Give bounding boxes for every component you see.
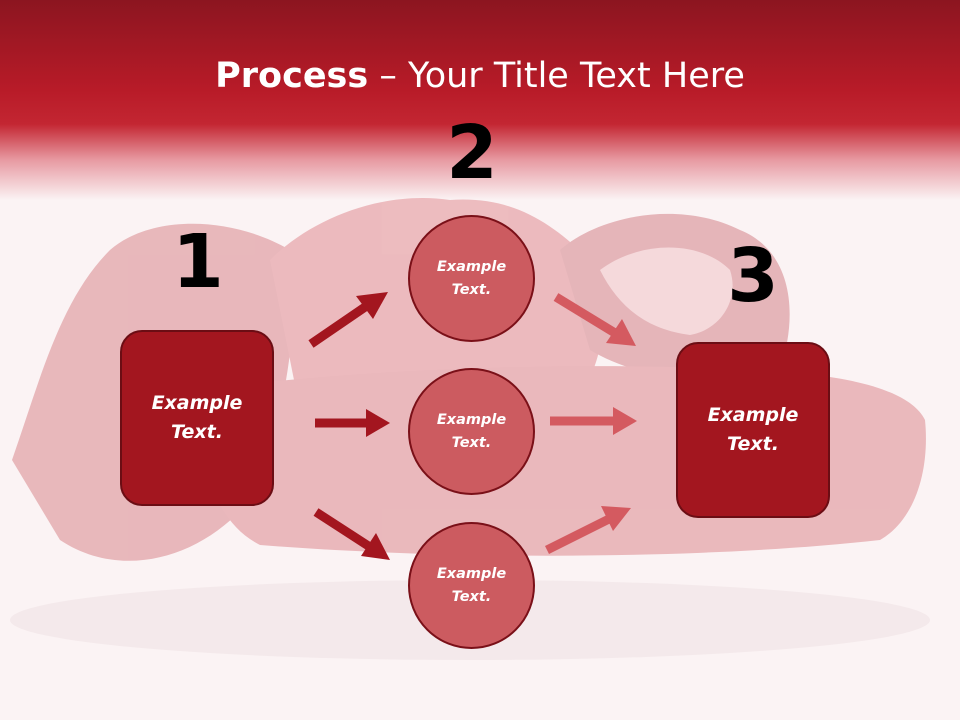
step-3-box[interactable]: Example Text. [676, 342, 830, 518]
page-title: Process – Your Title Text Here [0, 54, 960, 98]
circle-middle-line1: Example [436, 411, 507, 428]
header-band [0, 0, 960, 200]
step-3-box-line1: Example [707, 404, 799, 426]
step-number-2: 2 [446, 110, 498, 196]
circle-bottom-line2: Text. [451, 588, 492, 605]
circle-bottom-text: Example Text. [437, 563, 506, 609]
arrow-left-down [313, 508, 390, 560]
circle-middle-line2: Text. [451, 434, 492, 451]
arrow-right-up [553, 293, 636, 346]
arrow-left-up [308, 292, 388, 348]
step-3-box-text: Example Text. [708, 401, 799, 459]
step-2-circle-top[interactable]: Example Text. [408, 215, 535, 342]
step-2-circle-bottom[interactable]: Example Text. [408, 522, 535, 649]
step-1-box[interactable]: Example Text. [120, 330, 274, 506]
step-1-box-line1: Example [151, 392, 243, 414]
arrow-right-down [544, 506, 631, 555]
step-3-box-line2: Text. [727, 433, 779, 455]
title-rest: Your Title Text Here [407, 56, 745, 96]
step-1-box-text: Example Text. [152, 389, 243, 447]
step-number-1: 1 [172, 219, 224, 305]
arrow-left-mid [315, 409, 390, 437]
step-number-3: 3 [727, 233, 779, 319]
circle-top-line1: Example [436, 258, 507, 275]
arrow-right-mid [550, 407, 637, 435]
step-2-circle-middle[interactable]: Example Text. [408, 368, 535, 495]
circle-top-line2: Text. [451, 281, 492, 298]
title-bold: Process [215, 56, 369, 96]
title-dash: – [368, 56, 408, 96]
step-1-box-line2: Text. [171, 421, 223, 443]
circle-middle-text: Example Text. [437, 409, 506, 455]
circle-bottom-line1: Example [436, 565, 507, 582]
circle-top-text: Example Text. [437, 256, 506, 302]
